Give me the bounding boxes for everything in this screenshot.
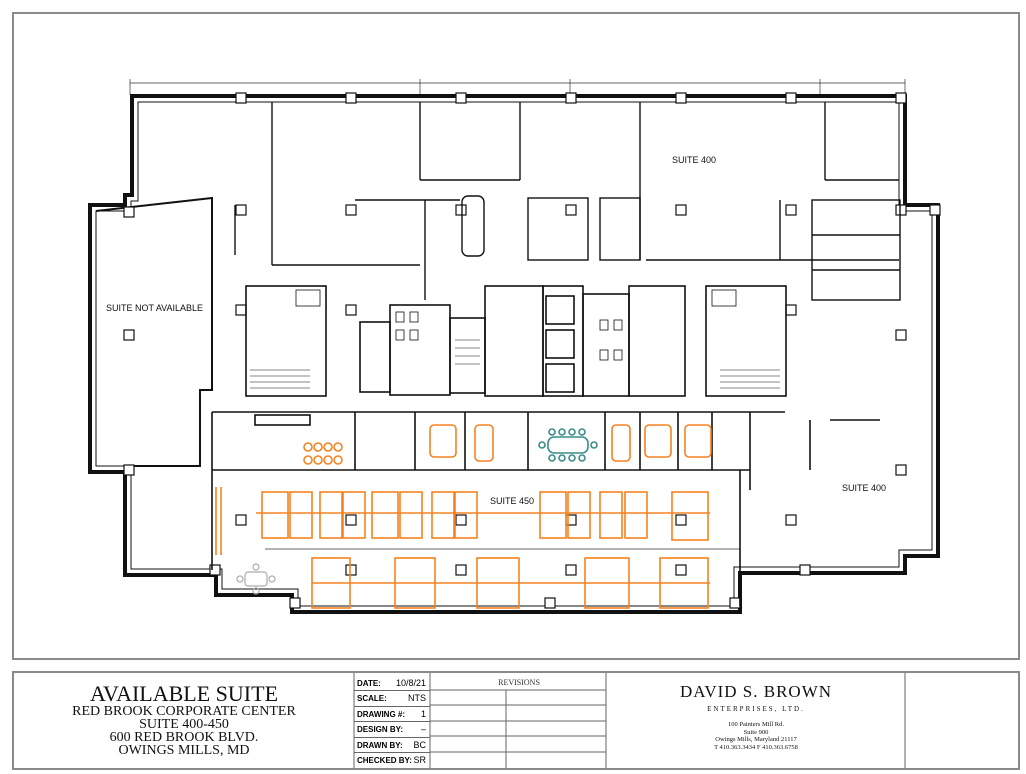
label-suite-400-top: SUITE 400: [672, 155, 717, 165]
label-suite-450: SUITE 450: [490, 496, 535, 506]
stair-treads: [250, 339, 780, 389]
firm-phone: T 410.363.3434 F 410.363.6758: [714, 743, 798, 751]
firm-address-1: 100 Painters Mill Rd.: [728, 721, 784, 728]
field-design-by: DESIGN BY:–: [354, 722, 430, 738]
building-core: [245, 285, 787, 397]
firm-address-2: Suite 900: [743, 728, 769, 736]
project-line-1: RED BROOK CORPORATE CENTER: [72, 704, 296, 719]
conference-table: [538, 428, 598, 462]
field-drawing-number: DRAWING #:1: [354, 707, 430, 723]
title-block-frame: [12, 671, 1020, 770]
field-drawn-by: DRAWN BY:BC: [354, 738, 430, 753]
field-checked-by: CHECKED BY:SR: [357, 754, 426, 765]
exterior-walls: [88, 94, 940, 614]
firm-address-3: Owings Mills, Maryland 21117: [715, 736, 797, 743]
drawing-fields: DATE:10/8/21 SCALE:NTS DRAWING #:1 DESIG…: [354, 676, 430, 768]
firm-subtitle: ENTERPRISES, LTD.: [707, 705, 805, 713]
label-suite-not-available: SUITE NOT AVAILABLE: [106, 303, 204, 313]
project-title: AVAILABLE SUITE: [89, 681, 279, 706]
revisions-title: REVISIONS: [498, 678, 540, 687]
label-suite-400-right: SUITE 400: [842, 483, 887, 493]
columns: [123, 92, 941, 609]
firm-info: DAVID S. BROWN ENTERPRISES, LTD. 100 Pai…: [607, 676, 905, 751]
project-line-2: SUITE 400-450: [139, 717, 229, 732]
exterior-walls-inner: [95, 101, 933, 607]
suite-450-walls: [211, 411, 880, 606]
firm-name: DAVID S. BROWN: [679, 682, 833, 701]
workstations: [215, 424, 712, 609]
field-date: DATE:10/8/21: [354, 676, 430, 692]
break-table: [236, 563, 276, 595]
project-line-4: OWINGS MILLS, MD: [118, 743, 250, 758]
title-block-grid: [353, 673, 906, 768]
project-info: AVAILABLE SUITE RED BROOK CORPORATE CENT…: [14, 674, 354, 758]
project-line-3: 600 RED BROOK BLVD.: [109, 730, 259, 745]
unavailable-suite-walls: [95, 196, 213, 467]
drawing-frame: [12, 12, 1020, 660]
dimension-lines: [129, 79, 906, 550]
interior-walls-suite-400: [234, 102, 901, 301]
field-scale: SCALE:NTS: [354, 691, 430, 707]
restroom-fixtures: [295, 289, 737, 361]
